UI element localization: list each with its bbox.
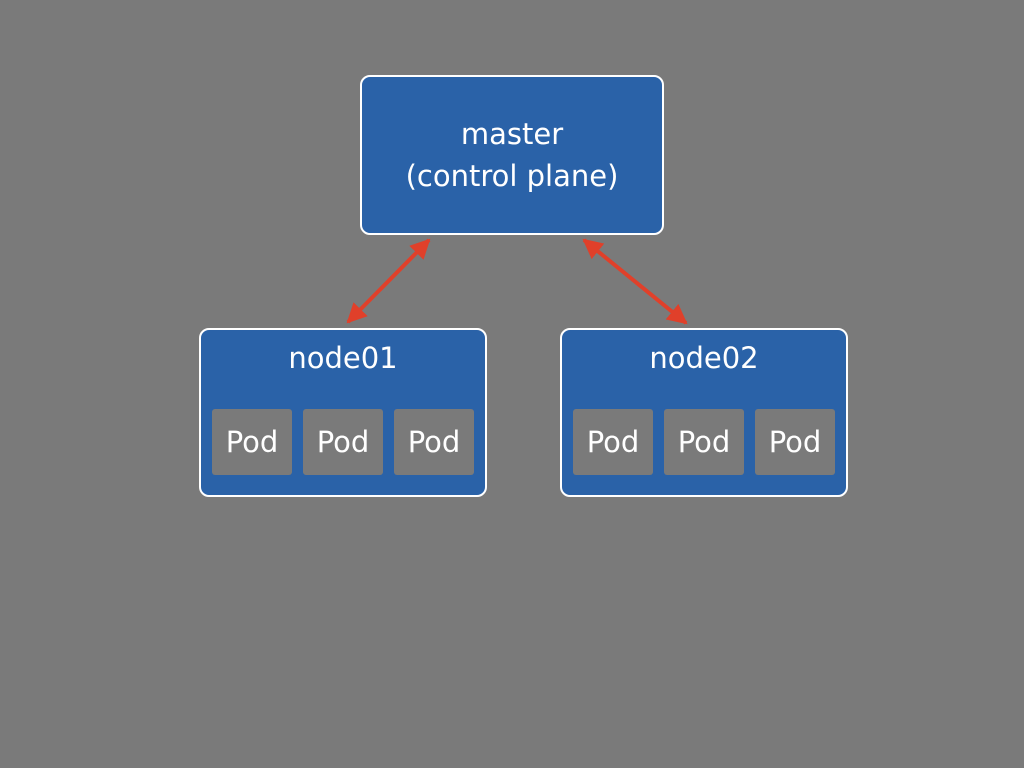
pod-box: Pod [212,409,292,475]
node02-label: node02 [649,341,759,375]
arrow-master-node01 [346,238,431,324]
node02-box: node02 Pod Pod Pod [560,328,848,497]
arrow-master-node02 [582,238,688,325]
node01-box: node01 Pod Pod Pod [199,328,487,497]
master-box: master (control plane) [360,75,664,235]
pod-box: Pod [755,409,835,475]
node01-label: node01 [288,341,398,375]
pod-box: Pod [394,409,474,475]
pod-box: Pod [303,409,383,475]
node02-pods: Pod Pod Pod [573,409,835,475]
node01-pods: Pod Pod Pod [212,409,474,475]
master-title: master [460,117,564,151]
master-subtitle: (control plane) [405,159,619,193]
pod-box: Pod [664,409,744,475]
pod-box: Pod [573,409,653,475]
